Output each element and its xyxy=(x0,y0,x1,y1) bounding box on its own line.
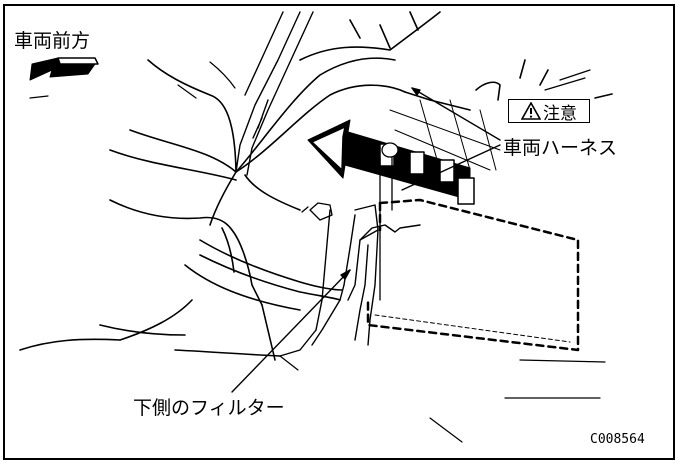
retaining-clip xyxy=(301,202,333,221)
direction-arrow-icon xyxy=(29,57,99,81)
figure-code: C008564 xyxy=(590,432,645,447)
filter-outline xyxy=(366,198,580,352)
dashboard-panel xyxy=(235,11,613,173)
leader-harness-upper xyxy=(411,87,501,141)
filter-inner xyxy=(374,314,571,343)
leader-harness-lower xyxy=(401,144,501,191)
warning-triangle-icon xyxy=(521,102,541,120)
vehicle-front-label: 車両前方 xyxy=(14,30,91,52)
lower-filter-label: 下側のフィルター xyxy=(133,397,285,419)
glovebox-cavity xyxy=(19,59,343,361)
panel-grid xyxy=(389,99,501,171)
airflow-arrow xyxy=(307,119,475,205)
background-strokes xyxy=(29,61,606,443)
leader-lines xyxy=(231,87,501,393)
vehicle-harness-label: 車両ハーネス xyxy=(503,137,618,159)
filter-housing xyxy=(279,204,421,357)
figure-frame xyxy=(3,4,675,460)
pillar-trim xyxy=(235,11,314,176)
leader-filter xyxy=(231,269,351,393)
caution-label: 注意 xyxy=(543,103,577,124)
caution-badge: 注意 xyxy=(508,99,590,124)
